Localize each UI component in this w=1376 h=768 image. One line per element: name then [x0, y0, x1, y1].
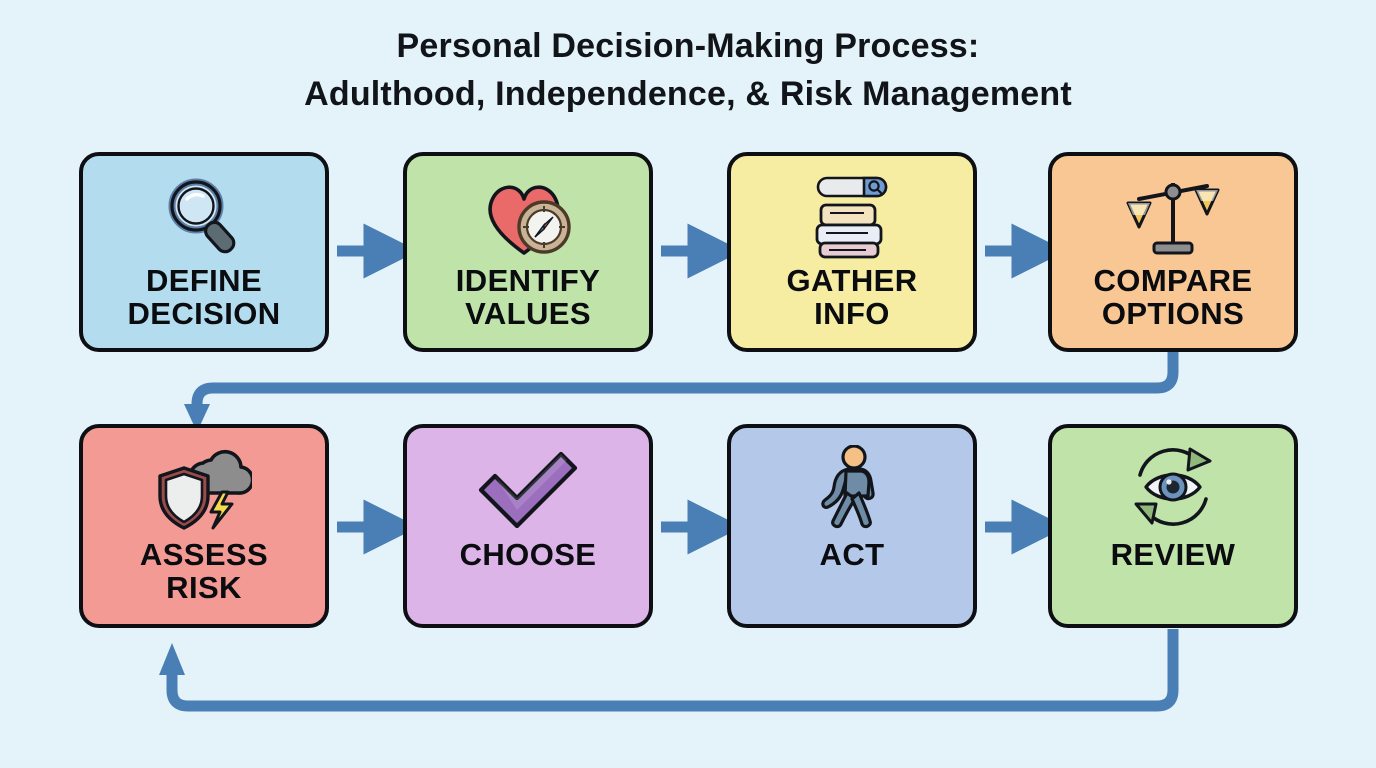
books-search-icon: [806, 170, 898, 262]
eye-refresh-icon: [1126, 444, 1220, 532]
checkmark-icon: [475, 444, 581, 532]
step-assess-risk[interactable]: ASSESS RISK: [79, 424, 329, 628]
step-label: DEFINE DECISION: [127, 263, 281, 332]
balance-scales-icon: [1126, 170, 1220, 262]
step-act[interactable]: ACT: [727, 424, 977, 628]
step-label: GATHER INFO: [786, 263, 918, 332]
step-label: COMPARE OPTIONS: [1093, 263, 1253, 332]
step-label: ASSESS RISK: [139, 537, 269, 606]
step-define-decision[interactable]: DEFINE DECISION: [79, 152, 329, 352]
heart-compass-icon: [480, 170, 576, 262]
step-label: CHOOSE: [459, 537, 597, 572]
step-label: ACT: [819, 537, 885, 572]
shield-storm-icon: [156, 444, 252, 532]
step-gather-info[interactable]: GATHER INFO: [727, 152, 977, 352]
step-compare-options[interactable]: COMPARE OPTIONS: [1048, 152, 1298, 352]
step-label: IDENTIFY VALUES: [455, 263, 601, 332]
connector-review-to-assess-feedback: [159, 629, 1179, 712]
step-identify-values[interactable]: IDENTIFY VALUES: [403, 152, 653, 352]
connector-compare-to-assess: [184, 352, 1179, 432]
magnifying-glass-icon: [161, 170, 247, 262]
page-title: Personal Decision-Making Process: Adulth…: [304, 27, 1072, 114]
step-choose[interactable]: CHOOSE: [403, 424, 653, 628]
step-review[interactable]: REVIEW: [1048, 424, 1298, 628]
step-label: REVIEW: [1110, 537, 1236, 572]
walking-person-icon: [815, 444, 889, 532]
